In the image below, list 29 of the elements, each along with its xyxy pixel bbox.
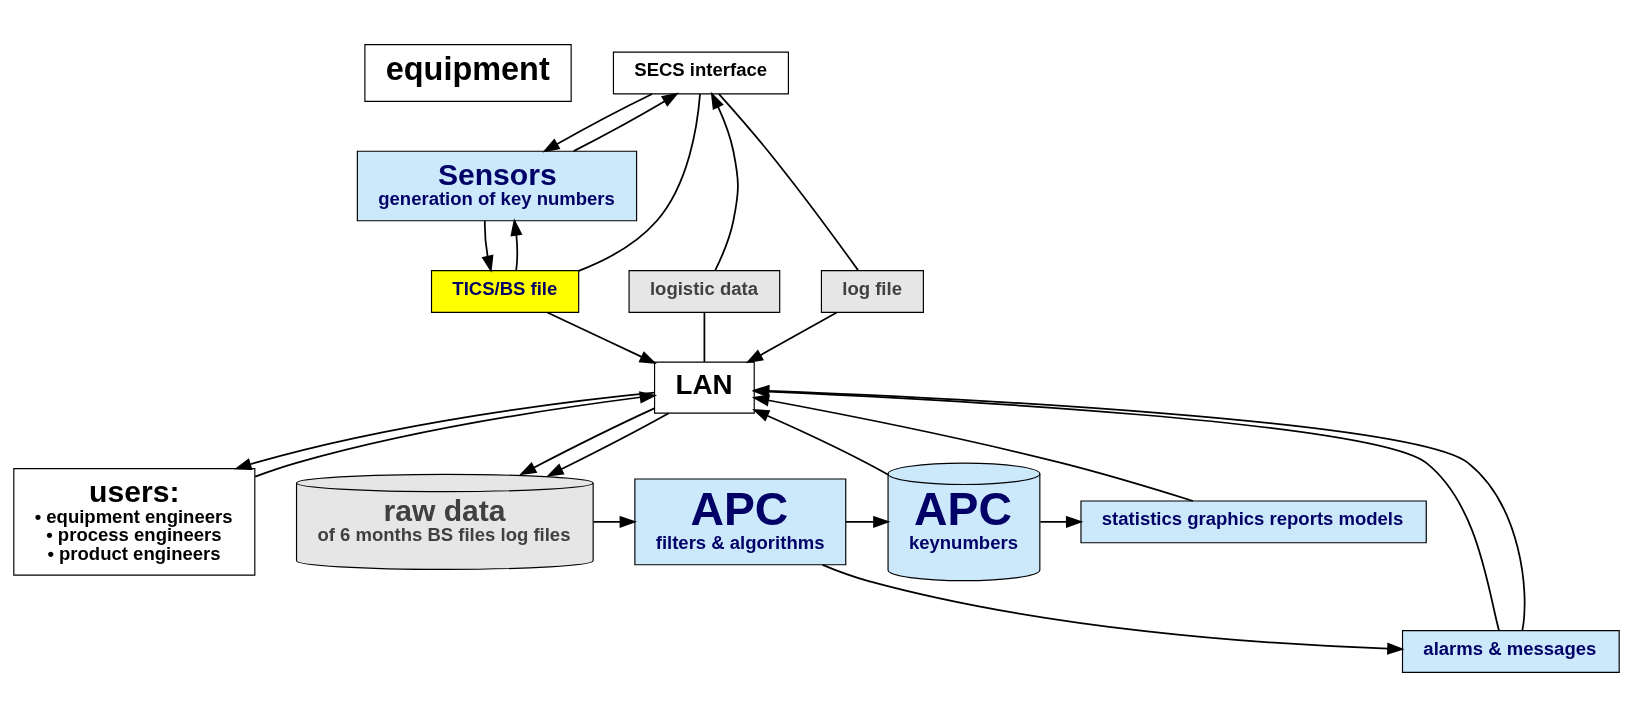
arrow (572, 92, 680, 152)
arrow (751, 408, 889, 475)
connector (577, 92, 701, 272)
arrow (542, 92, 653, 152)
arrow (751, 393, 1194, 502)
arrow (592, 515, 638, 528)
arrow (510, 217, 523, 271)
node-box: TICS/BS file (430, 269, 580, 313)
node-box: statistics graphics reports models (1080, 499, 1427, 543)
node-box: users: • equipment engineers • process engineers • product engineers (13, 467, 256, 576)
arrow (519, 407, 656, 475)
arrow (821, 563, 1405, 655)
node-box: log file (820, 269, 924, 313)
node-box: SECS interface (612, 51, 789, 94)
connector (703, 311, 706, 363)
node-box: APC filters & algorithms (634, 477, 847, 565)
node-box: Sensors generation of key numbers (356, 150, 638, 221)
connector (718, 92, 859, 271)
arrow (546, 311, 657, 364)
arrow (745, 311, 838, 363)
node-box: LAN (654, 361, 755, 414)
arrow (546, 411, 670, 477)
arrow (710, 91, 739, 271)
arrow (1039, 515, 1084, 528)
node-box: alarms & messages (1401, 629, 1620, 673)
arrow (481, 219, 494, 273)
arrow (845, 515, 891, 528)
node-box: logistic data (628, 269, 781, 313)
node-box: equipment (364, 43, 572, 102)
